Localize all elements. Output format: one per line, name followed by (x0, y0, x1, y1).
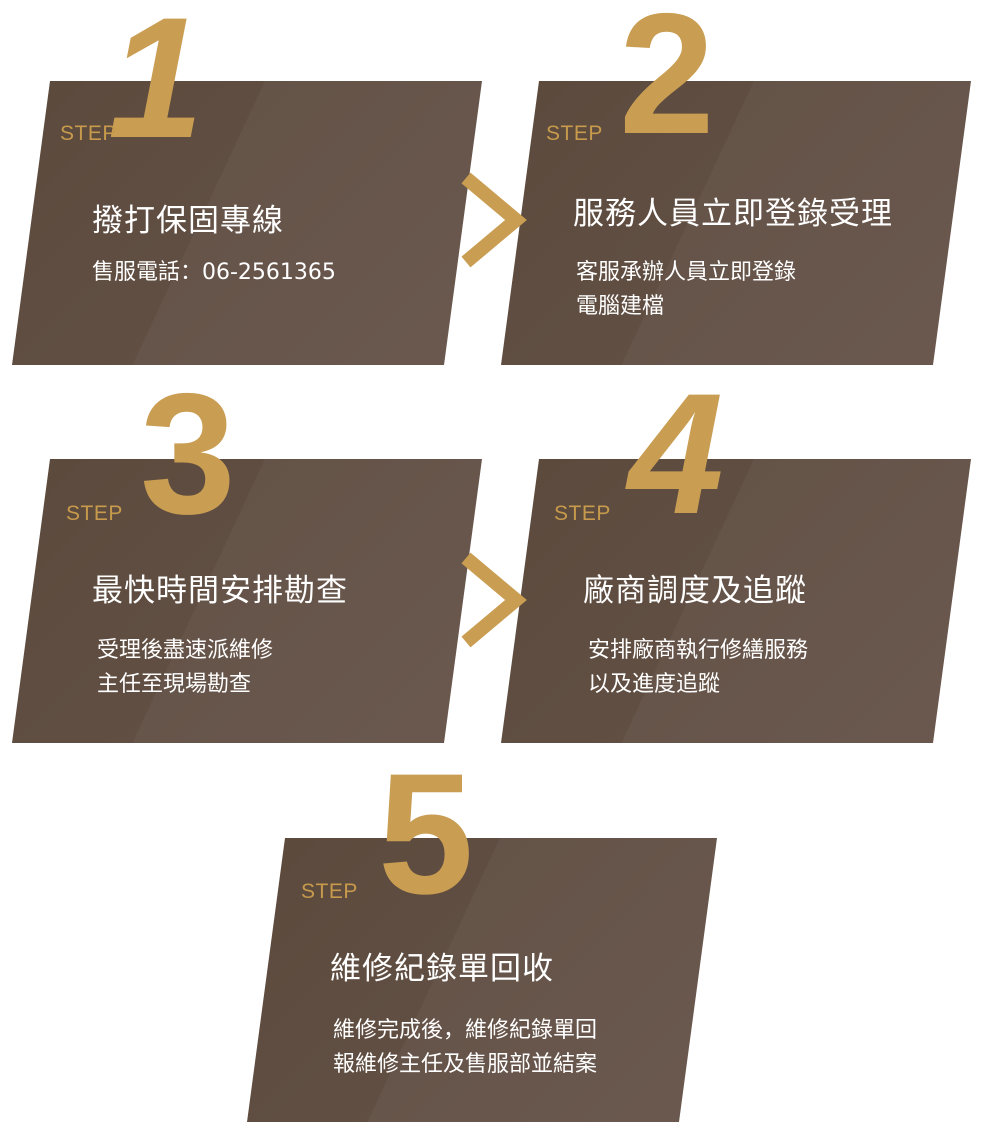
step-desc-line: 受理後盡速派維修 (97, 638, 274, 663)
step-desc-4: 安排廠商執行修繕服務 以及進度追蹤 (588, 634, 808, 702)
step-number-1: 1 (108, 0, 204, 174)
step-desc-line: 客服承辦人員立即登錄 (576, 260, 797, 285)
step-desc-line: 以及進度追蹤 (588, 672, 721, 697)
step-number-2: 2 (619, 0, 715, 170)
step-desc-1: 售服電話：06-2561365 (92, 256, 336, 290)
step-desc-5: 維修完成後，維修紀錄單回 報維修主任及售服部並結案 (333, 1014, 597, 1082)
step-title-2: 服務人員立即登錄受理 (573, 196, 893, 232)
step-card-background (501, 81, 971, 365)
chevron-right-icon (461, 552, 527, 648)
step-desc-3: 受理後盡速派維修 主任至現場勘查 (97, 634, 273, 702)
step-desc-line: 電腦建檔 (576, 294, 665, 319)
step-desc-line: 售服電話：06-2561365 (92, 260, 336, 285)
step-label-3: STEP (66, 502, 123, 525)
step-title-5: 維修紀錄單回收 (330, 951, 554, 987)
step-card-background (501, 459, 971, 743)
step-number-3: 3 (140, 358, 236, 550)
step-label-2: STEP (546, 122, 603, 145)
step-number-4: 4 (628, 358, 724, 550)
step-card-3 (12, 459, 482, 743)
step-desc-line: 安排廠商執行修繕服務 (588, 638, 809, 663)
step-title-1: 撥打保固專線 (92, 203, 284, 239)
step-title-4: 廠商調度及追蹤 (583, 573, 807, 609)
step-card-background (12, 459, 482, 743)
step-title-3: 最快時間安排勘查 (92, 573, 348, 609)
step-card-5 (247, 838, 717, 1122)
step-card-4 (501, 459, 971, 743)
step-desc-line: 主任至現場勘查 (97, 672, 252, 697)
step-desc-line: 報維修主任及售服部並結案 (333, 1052, 598, 1077)
step-desc-2: 客服承辦人員立即登錄 電腦建檔 (576, 256, 796, 324)
step-number-5: 5 (378, 738, 474, 930)
step-card-background (12, 81, 482, 365)
step-label-5: STEP (301, 880, 358, 903)
step-label-1: STEP (60, 122, 117, 145)
step-card-1 (12, 81, 482, 365)
step-label-4: STEP (554, 502, 611, 525)
step-card-2 (501, 81, 971, 365)
step-card-background (247, 838, 717, 1122)
step-desc-line: 維修完成後，維修紀錄單回 (333, 1018, 598, 1043)
chevron-right-icon (461, 172, 527, 268)
